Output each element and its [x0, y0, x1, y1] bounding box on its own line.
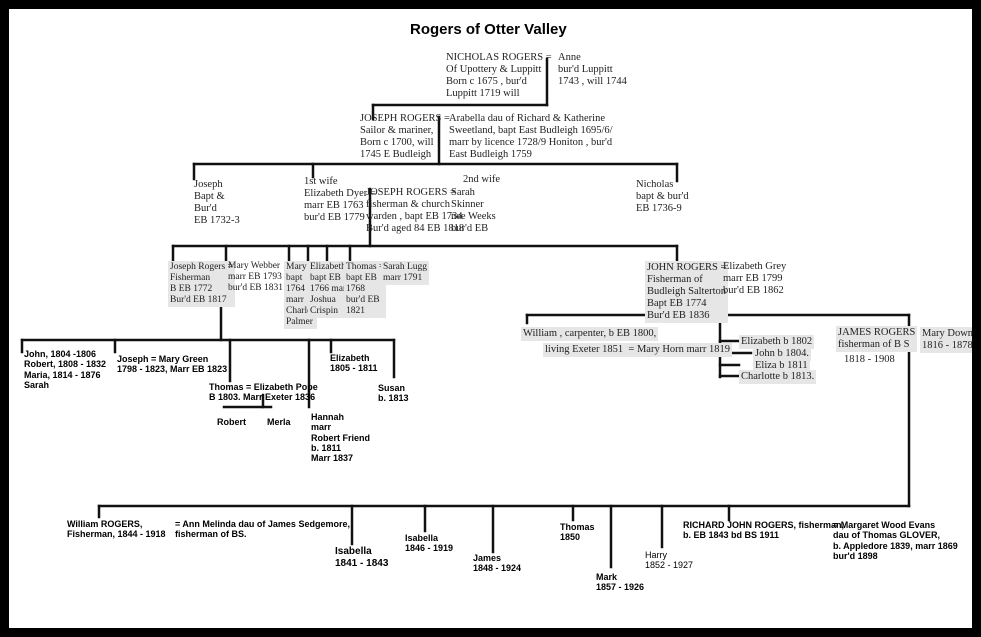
person-elizabeth-1802: Elizabeth b 1802 — [739, 335, 815, 350]
person-nicholas-rogers-sr: NICHOLAS ROGERS = Of Upottery & Luppitt … — [446, 52, 552, 100]
person-eliza-1811: Eliza b 1811 — [753, 359, 810, 374]
james-rogers-dates: 1818 - 1908 — [844, 354, 895, 365]
person-mark-1857: Mark 1857 - 1926 — [596, 572, 645, 593]
person-margaret-wood-evans: = Margaret Wood Evans dau of Thomas GLOV… — [833, 520, 958, 562]
person-hannah: Hannah marr Robert Friend b. 1811 Marr 1… — [311, 412, 371, 464]
person-richard-john-rogers: RICHARD JOHN ROGERS, fisherman, b. EB 18… — [683, 520, 845, 541]
person-mary-webber: Mary Webber marr EB 1793 bur'd EB 1831 — [228, 261, 284, 293]
person-anne: Anne bur'd Luppitt 1743 , will 1744 — [558, 52, 627, 88]
family-tree-panel: Rogers of Otter Valley — [9, 9, 972, 628]
person-susan: Susan b. 1813 — [378, 383, 409, 404]
person-sarah-lugg: Sarah Lugg marr 1791 — [381, 261, 430, 285]
person-joseph-rogers-church-warden: JOSEPH ROGERS = fisherman & church warde… — [366, 187, 465, 235]
person-john-rogers: JOHN ROGERS = Fisherman of Budleigh Salt… — [645, 261, 729, 324]
person-william-mary-horn: living Exeter 1851 = Mary Horn marr 1819 — [543, 343, 732, 358]
person-harry-1852: Harry 1852 - 1927 — [645, 550, 694, 571]
person-john-1804: John b 1804. — [753, 347, 811, 362]
person-arabella-sweetland: Arabella dau of Richard & Katherine Swee… — [449, 113, 613, 161]
person-james-rogers: JAMES ROGERS fisherman of B S — [836, 326, 918, 353]
person-sarah-skinner: Sarah Skinner nee Weeks bur'd EB 1802 — [451, 187, 496, 236]
person-william-rogers-1844: William ROGERS, Fisherman, 1844 - 1918 — [67, 519, 166, 540]
person-joseph-mary-green: Joseph = Mary Green 1798 - 1823, Marr EB… — [117, 354, 228, 375]
person-mary-down: Mary Down 1816 - 1878 — [920, 327, 972, 354]
person-robert: Robert — [217, 417, 246, 427]
person-joseph-rogers-sr: JOSEPH ROGERS = Sailor & mariner, Born c… — [360, 113, 450, 161]
person-merla: Merla — [267, 417, 291, 427]
person-charlotte-1813: Charlotte b 1813. — [739, 370, 817, 385]
person-thomas-elizabeth-pope: Thomas = Elizabeth Pope B 1803. Marr Exe… — [209, 382, 318, 403]
person-elizabeth-dyer: Elizabeth Dyer = marr EB 1763 bur'd EB 1… — [304, 188, 376, 224]
person-joseph-infant: Joseph Bapt & Bur'd EB 1732-3 — [194, 179, 240, 227]
person-thomas-1768: Thomas = bapt EB 1768 bur'd EB 1821 — [344, 261, 387, 318]
person-isabella-1841: Isabella 1841 - 1843 — [335, 546, 389, 569]
page-title: Rogers of Otter Valley — [410, 21, 567, 38]
person-joseph-rogers-fisherman: Joseph Rogers = Fisherman B EB 1772 Bur'… — [168, 261, 235, 307]
person-james-1848: James 1848 - 1924 — [473, 553, 522, 574]
person-ann-melinda: = Ann Melinda dau of James Sedgemore, fi… — [175, 519, 350, 540]
label-first-wife: 1st wife — [304, 176, 338, 187]
label-second-wife: 2nd wife — [463, 174, 501, 185]
person-elizabeth-grey: Elizabeth Grey marr EB 1799 bur'd EB 186… — [723, 261, 787, 297]
person-isabella-1846: Isabella 1846 - 1919 — [405, 533, 454, 554]
person-elizabeth-1805: Elizabeth 1805 - 1811 — [330, 353, 378, 374]
person-william-carpenter: William , carpenter, b EB 1800, — [521, 327, 659, 342]
person-nicholas-jr: Nicholas bapt & bur'd EB 1736-9 — [636, 179, 689, 215]
person-thomas-1850: Thomas 1850 — [560, 522, 595, 543]
children-list-john-robert-maria-sarah: John, 1804 -1806 Robert, 1808 - 1832 Mar… — [24, 349, 107, 391]
